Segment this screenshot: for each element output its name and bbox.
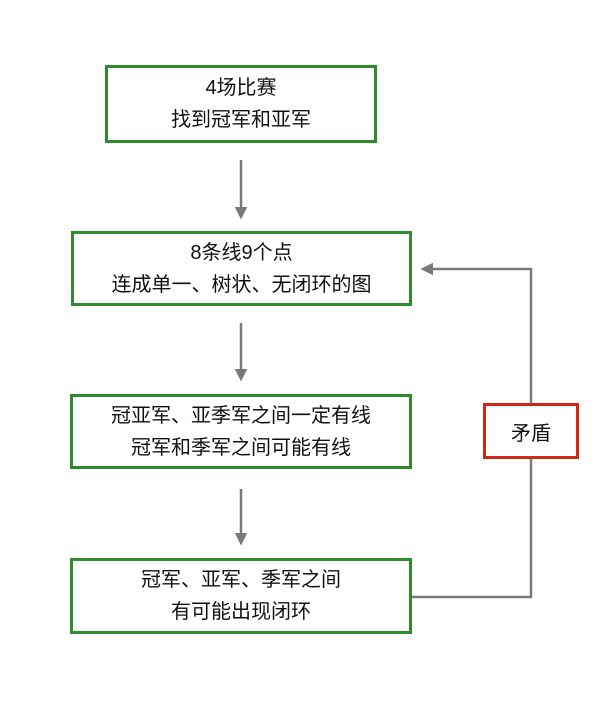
- flow-box-text-line: 冠亚军、亚季军之间一定有线: [111, 404, 371, 427]
- flow-box-four-matches: 4场比赛 找到冠军和亚军: [105, 65, 377, 143]
- contradiction-label-box: 矛盾: [483, 403, 579, 459]
- flow-box-text-line: 找到冠军和亚军: [171, 109, 311, 131]
- flow-box-text-line: 冠军和季军之间可能有线: [131, 436, 351, 459]
- flow-box-text-line: 连成单一、树状、无闭环的图: [111, 273, 372, 296]
- flow-box-text-line: 有可能出现闭环: [171, 601, 311, 623]
- contradiction-label: 矛盾: [511, 422, 551, 445]
- flow-box-possible-cycle: 冠军、亚军、季军之间 有可能出现闭环: [70, 558, 412, 634]
- flow-box-edge-rules: 冠亚军、亚季军之间一定有线 冠军和季军之间可能有线: [70, 394, 412, 469]
- flow-box-text-line: 4场比赛: [205, 77, 277, 99]
- flow-box-text-line: 8条线9个点: [190, 241, 293, 264]
- flow-box-text-line: 冠军、亚军、季军之间: [141, 569, 341, 591]
- flow-box-tree-graph: 8条线9个点 连成单一、树状、无闭环的图: [71, 231, 412, 306]
